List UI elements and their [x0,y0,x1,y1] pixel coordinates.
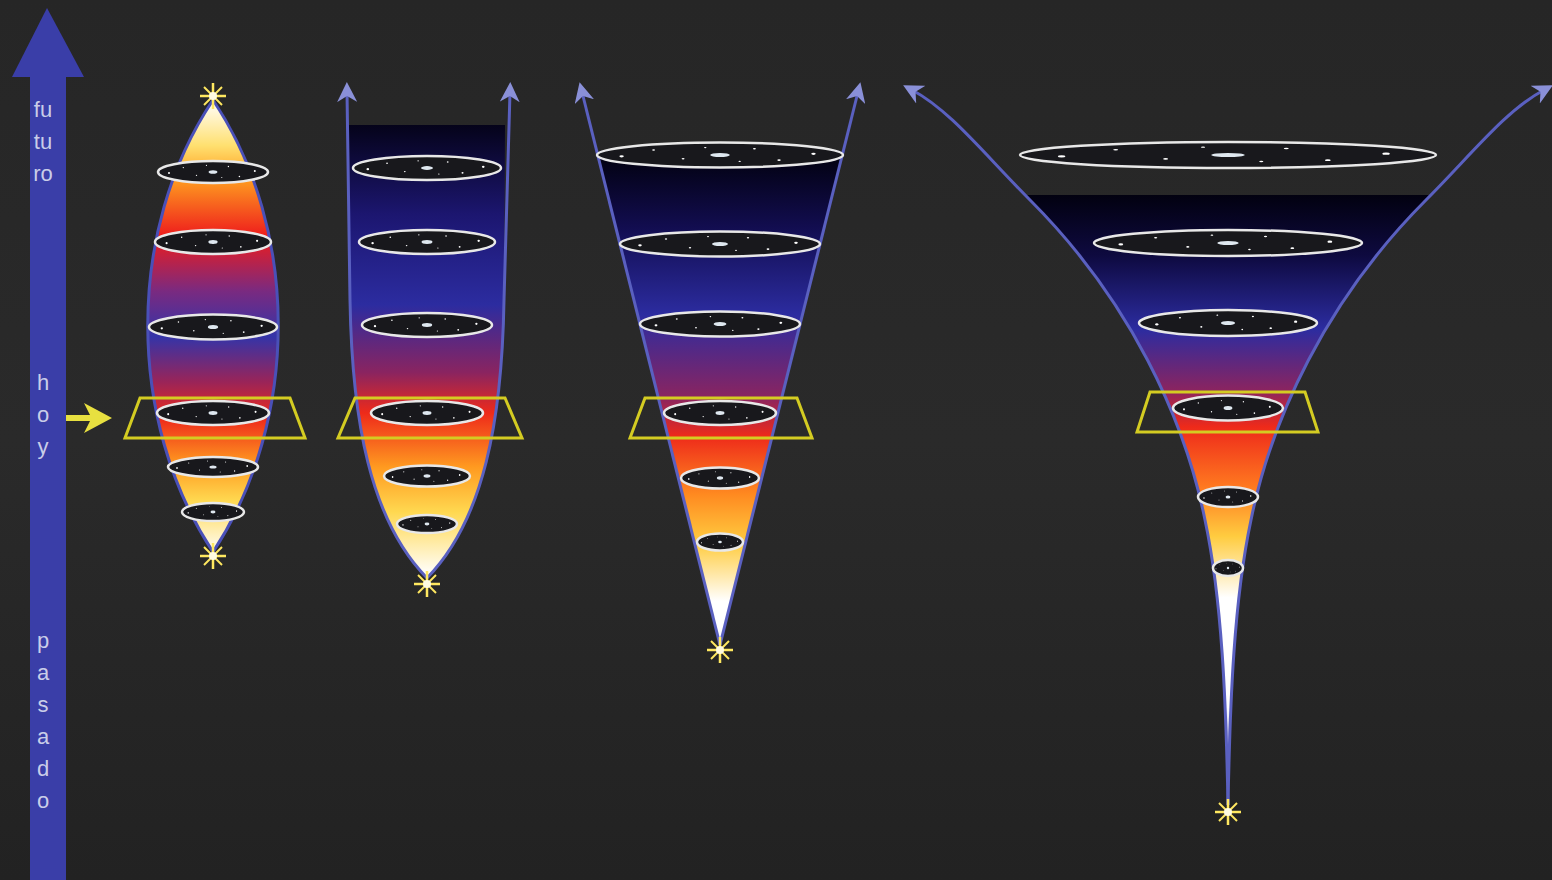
accelerating-universe [912,90,1544,825]
axis-label: hoy [32,367,54,463]
closed-universe [125,83,305,569]
axis-label: futuro [32,94,54,190]
today-pointer [66,403,112,433]
open-universe [582,92,858,663]
time-axis [12,8,84,880]
flat-universe [338,92,522,597]
axis-label: pasado [32,625,54,817]
